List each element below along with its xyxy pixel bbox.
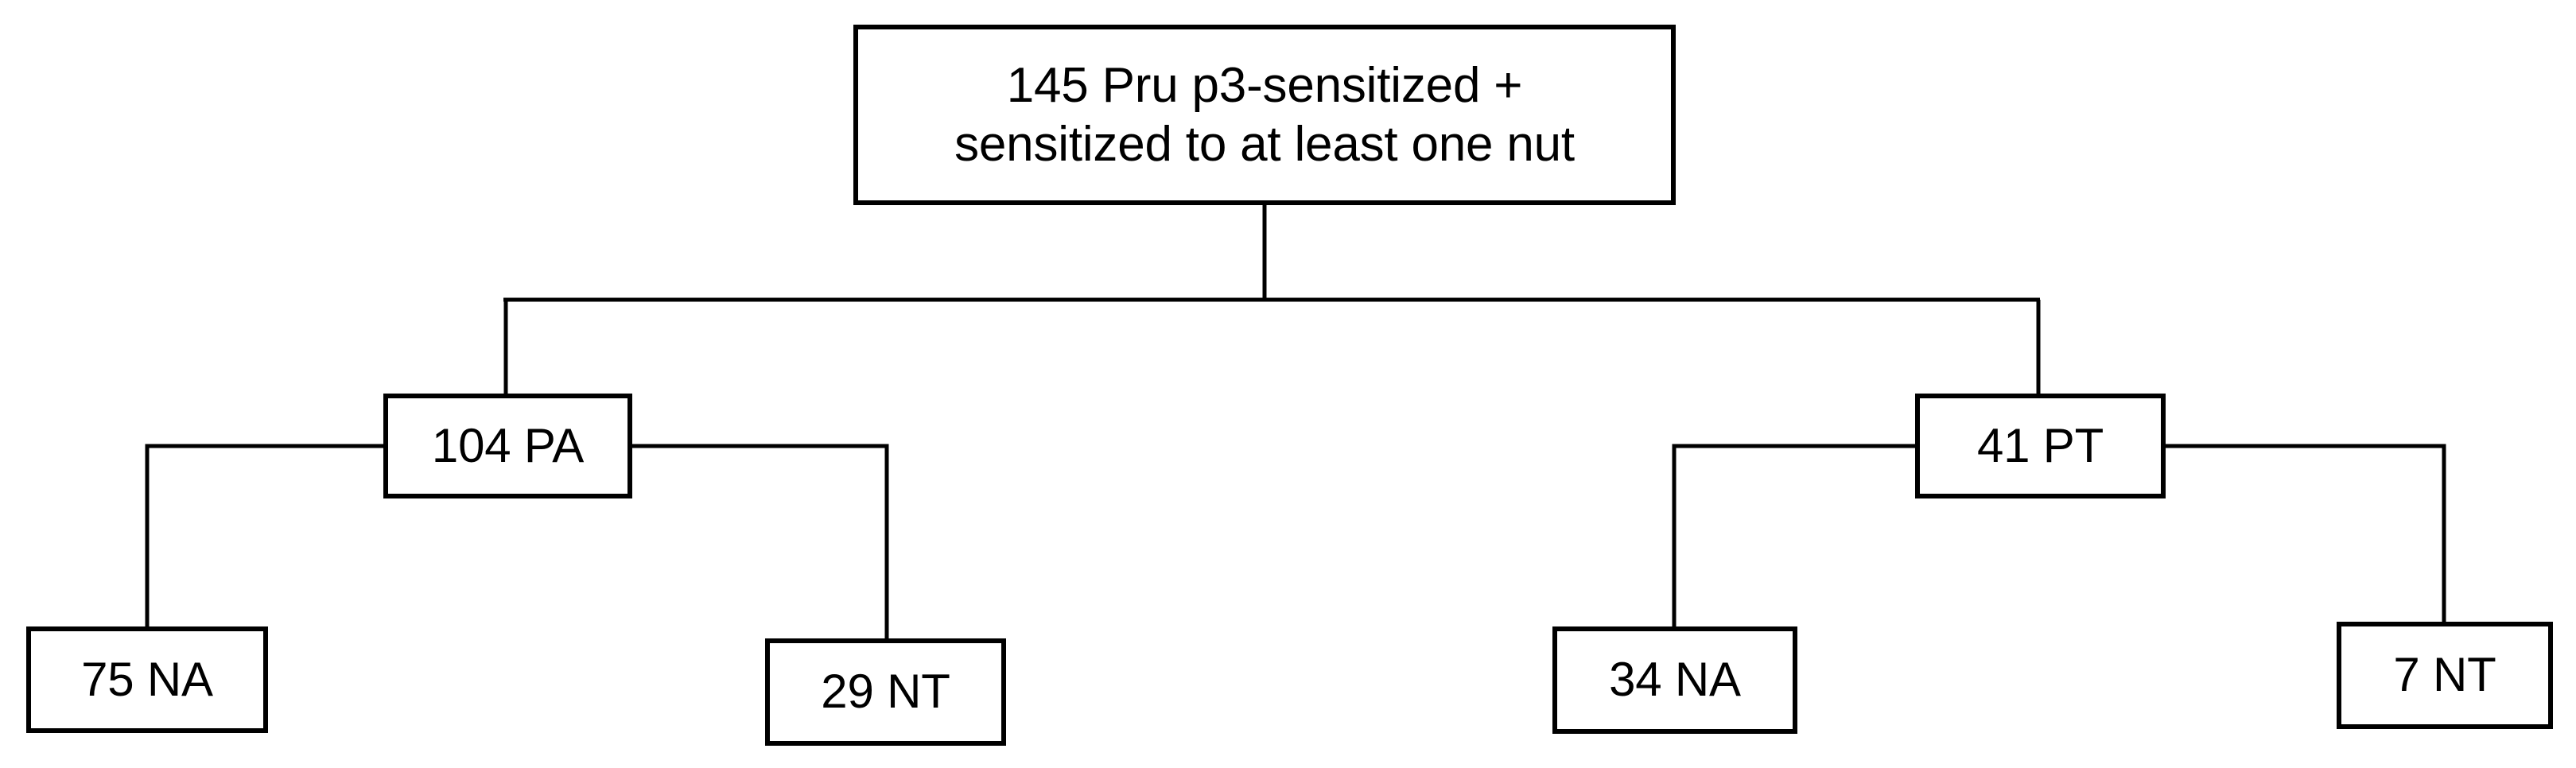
node-pa-na[interactable]: 75 NA	[26, 626, 268, 733]
edge-pt-to-pt-na	[1672, 444, 1915, 626]
node-pt[interactable]: 41 PT	[1915, 394, 2166, 498]
node-pa[interactable]: 104 PA	[383, 394, 632, 498]
node-root-sensitized[interactable]: 145 Pru p3-sensitized + sensitized to at…	[853, 25, 1676, 205]
node-pt-na[interactable]: 34 NA	[1552, 626, 1797, 734]
node-pa-nt[interactable]: 29 NT	[765, 638, 1006, 746]
edge-pt-to-pt-nt	[2166, 444, 2446, 622]
node-pa-na-label: 75 NA	[81, 652, 213, 706]
edge-pa-to-pa-nt	[632, 444, 889, 638]
node-pt-na-label: 34 NA	[1609, 653, 1741, 707]
node-root-label: 145 Pru p3-sensitized + sensitized to at…	[954, 58, 1575, 172]
node-pt-nt[interactable]: 7 NT	[2337, 622, 2553, 729]
node-pt-nt-label: 7 NT	[2393, 648, 2496, 702]
node-pt-label: 41 PT	[1976, 418, 2104, 472]
node-pa-label: 104 PA	[431, 418, 585, 472]
edge-pa-to-pa-na	[145, 444, 383, 626]
node-pa-nt-label: 29 NT	[821, 665, 950, 719]
